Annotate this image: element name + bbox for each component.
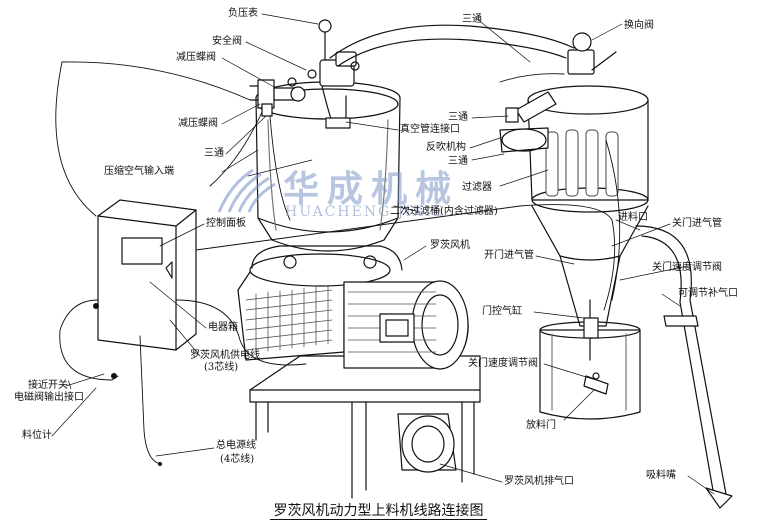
label-level-meter: 料位计 — [22, 430, 52, 441]
label-suction-nozzle: 吸料嘴 — [646, 470, 676, 481]
roots-blower — [237, 245, 481, 499]
label-reducing-butterfly-top: 减压蝶阀 — [176, 52, 216, 63]
label-main-power: 总电源线 — [216, 440, 256, 451]
label-tee-right-low: 三通 — [448, 156, 468, 167]
label-blower-power-line-sub: (3芯线) — [204, 362, 239, 373]
label-electrical-box: 电器箱 — [208, 322, 238, 333]
wiring — [55, 61, 621, 465]
label-vacuum-port: 真空管连接口 — [400, 124, 460, 135]
label-main-power-sub: (4芯线) — [220, 454, 255, 465]
label-secondary-filter: 二次过滤桶(内含过滤器) — [390, 206, 498, 217]
vacuum-pipe — [329, 24, 575, 67]
label-blower-exhaust: 罗茨风机排气口 — [504, 476, 574, 487]
cyclone-hopper — [527, 32, 649, 420]
label-door-cylinder: 门控气缸 — [482, 306, 522, 317]
label-feed-inlet: 进料口 — [618, 212, 648, 223]
label-reversing-valve: 换向阀 — [624, 20, 654, 31]
label-roots-blower: 罗茨风机 — [430, 240, 470, 251]
label-door-close-pipe: 关门进气管 — [672, 218, 722, 229]
label-door-open-pipe: 开门进气管 — [484, 250, 534, 261]
diagram-caption: 罗茨风机动力型上料机线路连接图 — [273, 503, 484, 519]
backblow — [499, 91, 557, 153]
leader-lines — [51, 13, 715, 495]
label-adjustable-inlet: 可调节补气口 — [678, 288, 738, 299]
label-compressed-air: 压缩空气输入端 — [104, 166, 174, 177]
label-blower-power-line: 罗茨风机供电线 — [190, 350, 260, 361]
label-gauge: 负压表 — [228, 8, 258, 19]
control-box — [97, 199, 197, 351]
label-door-open-speed: 关门速度调节阀 — [468, 358, 538, 369]
logo-text-cn: 华成机械 — [283, 169, 460, 210]
reducing-valve-assembly — [249, 79, 306, 117]
label-reducing-butterfly-mid: 减压蝶阀 — [178, 118, 218, 129]
logo-mark-icon — [217, 168, 276, 213]
label-door-close-speed: 关门速度调节阀 — [652, 262, 722, 273]
label-solenoid-port: 电磁阀输出接口 — [14, 392, 84, 403]
label-discharge-door: 放料门 — [526, 420, 556, 431]
label-proximity-switch: 接近开关\ — [28, 380, 72, 391]
label-filter: 过滤器 — [462, 182, 492, 193]
watermark-logo: 华成机械 HUACHENG JIXIE — [205, 160, 465, 230]
caption-underline — [270, 519, 487, 520]
label-safety-valve: 安全阀 — [212, 36, 242, 47]
line-ends — [93, 303, 162, 466]
label-tee-left: 三通 — [204, 148, 224, 159]
logo-text-en: HUACHENG JIXIE — [285, 204, 445, 220]
label-tee-top-right: 三通 — [462, 14, 482, 25]
label-tee-right-mid: 三通 — [448, 112, 468, 123]
label-control-panel: 控制面板 — [206, 218, 246, 229]
label-backblow: 反吹机构 — [426, 142, 466, 153]
